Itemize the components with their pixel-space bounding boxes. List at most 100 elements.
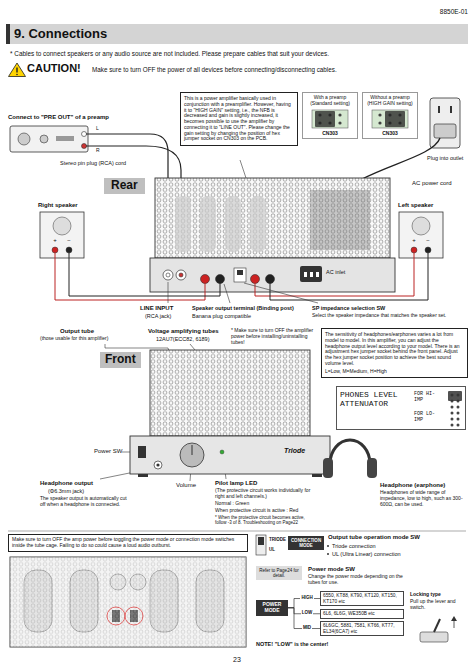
headphone-drawing-part (323, 458, 333, 478)
amp-front-drawing-part (138, 474, 148, 477)
bullet-dot-part (327, 553, 329, 555)
connection-switch-drawing-part (256, 535, 266, 555)
connector-label: LOW (301, 611, 314, 616)
amp-front-drawing-part (220, 450, 224, 454)
node-text: 6L6GC, 5881, 7581, KT66, KT77, EL34(6CA7… (323, 623, 401, 634)
amp-rear-drawing (150, 178, 395, 292)
jumper-gain-drawing-part (378, 121, 381, 124)
warning-box: Make sure to turn OFF the amp power befo… (8, 534, 248, 552)
left-speaker-drawing-part (425, 247, 431, 253)
right-speaker-drawing-part (66, 247, 72, 253)
locking-lever-drawing-part (454, 620, 455, 628)
locking-lever-drawing-part (451, 616, 457, 621)
annotation-text: Stereo pin plug (RCA) cord (60, 160, 126, 166)
preamp-drawing (10, 126, 88, 152)
attenuator-jumper-drawing-part (448, 391, 462, 401)
amp-rear-drawing-part (237, 270, 243, 275)
amp-rear-drawing-part (251, 275, 260, 284)
preamp-drawing-part (10, 126, 88, 152)
node-text: CN303 (305, 131, 355, 137)
headphone-drawing-part (330, 440, 370, 464)
headphone-drawing-part (367, 458, 377, 478)
jumper-std-drawing-part (315, 111, 335, 127)
amp-rear-drawing-part (250, 196, 266, 252)
amp-front-drawing-part (150, 350, 310, 436)
connection-switch-drawing (256, 535, 266, 555)
locking-lever-drawing-part (434, 619, 440, 632)
annotation-text: * When the protective circuit becomes ac… (215, 515, 315, 525)
bullet-dot-part (327, 545, 329, 547)
leader-line-part (224, 284, 230, 303)
speaker-cable-part (55, 253, 205, 300)
caution-icon (9, 63, 26, 77)
annotation-text: Pull up the lever and switch. (410, 599, 466, 611)
annotation-text: Voltage amplifying tubes (148, 328, 219, 335)
amp-rear-drawing-part (310, 272, 313, 277)
amp-rear-drawing-part (266, 275, 275, 284)
bullet-dot (327, 545, 329, 555)
jumper-gain-drawing (372, 110, 408, 128)
annotation-text: Headphones of wide range of impedance, l… (380, 490, 468, 507)
jumper-setting-box: Without a preamp (HIGH GAIN setting)CN30… (362, 92, 418, 139)
node-text: 6L6, 6L6G, WE350B etc (323, 611, 401, 617)
attenuator-jumper-drawing-part (457, 418, 460, 421)
jumper-std-drawing-part (338, 121, 341, 124)
amp-rear-drawing-part (304, 272, 307, 277)
section-separator-part (8, 531, 466, 532)
annotation-text: (The protective circuit works individual… (215, 488, 315, 500)
annotation-text: L (96, 126, 99, 132)
left-speaker-drawing-part (399, 212, 443, 258)
annotation-text: − (424, 237, 432, 244)
annotation-text: Power SW (94, 448, 122, 455)
section-separator (8, 531, 466, 532)
left-speaker-drawing-part (412, 217, 430, 235)
attenuator-jumper-drawing-part (451, 418, 454, 421)
caution-icon-part (16, 68, 17, 73)
node-text: POWER MODE (258, 602, 286, 614)
attenuator-jumper-drawing-part (457, 406, 460, 409)
annotation-text: (Φ6.3mm jack) (48, 488, 84, 494)
annotation-text: Volume (176, 482, 196, 489)
jumper-gain-drawing-part (378, 113, 381, 116)
annotation-text: (RCA jack) (145, 313, 171, 319)
speaker-cable-part (270, 253, 428, 300)
node-text: CN303 (365, 131, 415, 137)
amp-rear-drawing-part (300, 266, 322, 282)
jumper-std-drawing-part (338, 113, 341, 116)
jumper-std-drawing-part (312, 110, 348, 128)
title-band-part (6, 24, 468, 44)
annotation-text: Output tube (60, 328, 94, 335)
view-tab: Rear (104, 178, 145, 194)
annotation-text: Speaker output terminal (Binding post) (192, 305, 294, 311)
locking-lever-drawing (420, 616, 457, 642)
annotation-text: AC inlet (326, 269, 345, 275)
node-text: Refer to Page24 for detail. (258, 568, 300, 578)
annotation-text: LINE INPUT (140, 305, 173, 312)
attenuator-panel: PHONES LEVEL ATTENUATOR (336, 386, 466, 430)
annotation-text: − (65, 237, 73, 244)
tube-list-box: 6550, KT88, KT90, KT120, KT150, KT170 et… (320, 591, 404, 606)
node-text: Make sure to turn OFF the amp power befo… (12, 537, 244, 549)
view-tab: Front (100, 352, 141, 368)
caution-icon-part (9, 63, 26, 77)
annotation-text: Plug into outlet (427, 155, 463, 161)
annotation-text: Change the power mode depending on the t… (308, 574, 408, 586)
amp-rear-drawing-part (150, 258, 395, 292)
annotation-text: Triode connection (332, 543, 376, 549)
annotation-text: TRIODE (269, 537, 286, 542)
right-speaker-drawing-part (40, 212, 84, 258)
annotation-text: Normal : Green (215, 501, 249, 507)
node-text: The sensitivity of headphones/earphones … (325, 332, 464, 367)
preamp-drawing-part (18, 133, 30, 145)
amp-rear-drawing-part (216, 275, 225, 284)
annotation-text: UL (269, 547, 275, 552)
amp-rear-drawing-part (155, 178, 390, 258)
outlet-drawing-part (450, 106, 452, 113)
annotation-text: Left speaker (398, 202, 433, 209)
amp-rear-drawing-part (176, 270, 186, 280)
amp-rear-drawing-part (166, 273, 170, 277)
node-text: Rear (111, 179, 138, 193)
amp-rear-drawing-part (201, 275, 210, 284)
outlet-drawing-part (430, 98, 460, 148)
